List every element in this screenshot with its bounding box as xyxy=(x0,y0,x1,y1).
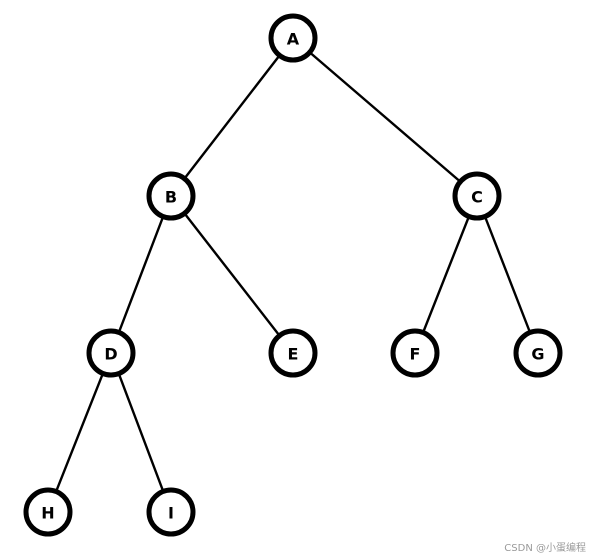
node-circle-a xyxy=(268,13,318,63)
node-circle-d xyxy=(86,328,136,378)
node-circle-b xyxy=(146,171,196,221)
edge-c-f xyxy=(413,194,479,355)
node-circle-h xyxy=(23,487,73,537)
edge-a-b xyxy=(169,36,295,198)
node-circle-c xyxy=(452,171,502,221)
edge-b-d xyxy=(109,194,173,355)
edge-d-h xyxy=(46,351,113,514)
node-label-b: B xyxy=(165,188,177,207)
node-d: D xyxy=(86,328,136,378)
edge-d-i xyxy=(109,351,173,514)
node-h: H xyxy=(23,487,73,537)
edge-b-e xyxy=(169,194,295,355)
node-circle-g xyxy=(513,328,563,378)
node-g: G xyxy=(513,328,563,378)
node-c: C xyxy=(452,171,502,221)
node-circle-f xyxy=(390,328,440,378)
edges-layer xyxy=(46,36,540,514)
node-circle-e xyxy=(268,328,318,378)
watermark: CSDN @小蛋编程 xyxy=(504,543,586,554)
node-i: I xyxy=(146,487,196,537)
edge-a-c xyxy=(291,36,479,198)
node-f: F xyxy=(390,328,440,378)
node-circle-i xyxy=(146,487,196,537)
node-label-h: H xyxy=(41,504,54,523)
node-label-a: A xyxy=(287,30,300,49)
node-label-i: I xyxy=(168,504,174,523)
node-label-f: F xyxy=(410,345,421,364)
node-label-d: D xyxy=(104,345,117,364)
node-e: E xyxy=(268,328,318,378)
node-label-g: G xyxy=(531,345,544,364)
node-b: B xyxy=(146,171,196,221)
edge-c-g xyxy=(475,194,540,355)
node-label-c: C xyxy=(471,188,483,207)
node-a: A xyxy=(268,13,318,63)
nodes-layer: A B C D E F G H I xyxy=(23,13,563,537)
node-label-e: E xyxy=(288,345,299,364)
